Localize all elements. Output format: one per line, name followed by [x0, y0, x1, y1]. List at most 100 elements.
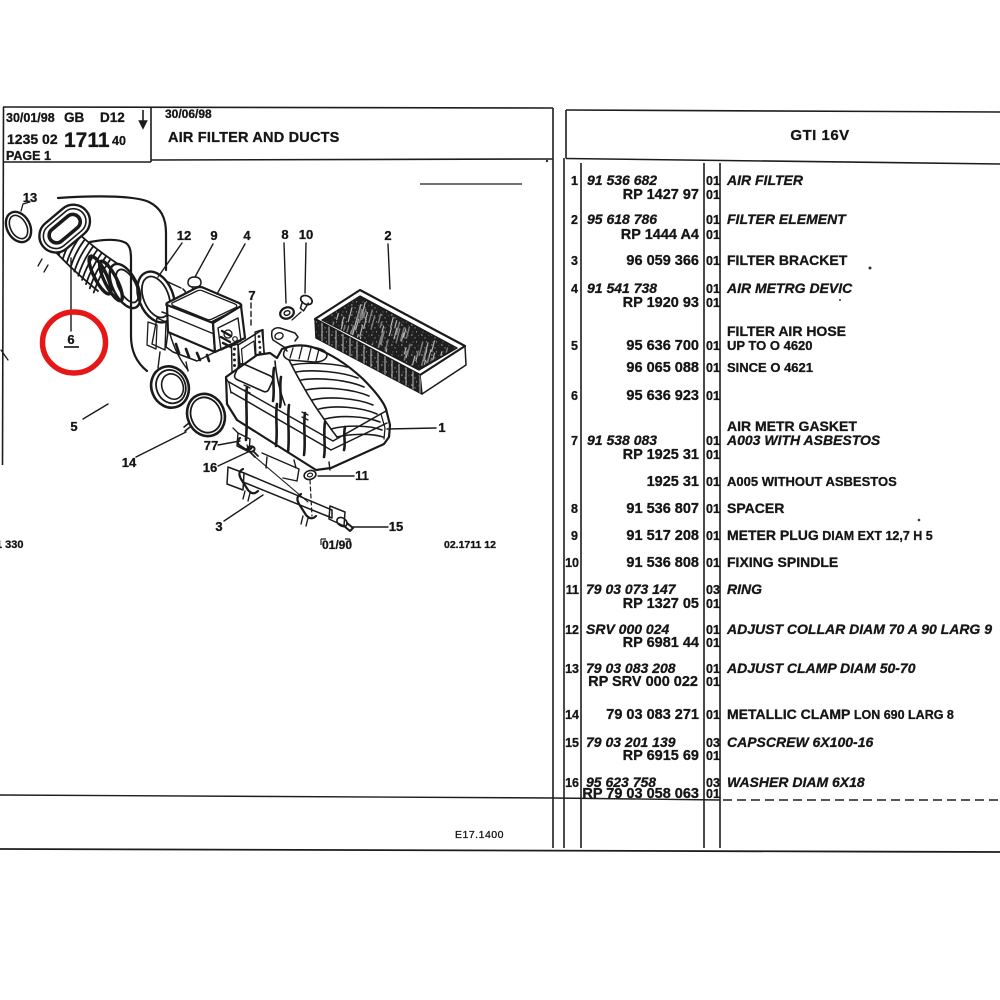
svg-text:01: 01 — [706, 556, 720, 570]
svg-text:16: 16 — [565, 776, 579, 790]
svg-text:01: 01 — [706, 502, 720, 516]
svg-text:A003 WITH ASBESTOS: A003 WITH ASBESTOS — [726, 432, 881, 448]
svg-text:79 03 073 147: 79 03 073 147 — [586, 581, 677, 597]
svg-text:02.1711 12: 02.1711 12 — [444, 539, 496, 551]
svg-text:01: 01 — [706, 188, 720, 202]
svg-text:RING: RING — [727, 581, 762, 597]
svg-text:METALLIC CLAMP LON 690 LARG 8: METALLIC CLAMP LON 690 LARG 8 — [727, 706, 954, 722]
svg-text:4: 4 — [243, 228, 251, 243]
svg-text:01: 01 — [706, 228, 720, 242]
svg-text:UP TO O 4620: UP TO O 4620 — [727, 338, 813, 353]
svg-text:2: 2 — [571, 213, 578, 227]
svg-text:11: 11 — [355, 468, 369, 483]
svg-text:01: 01 — [706, 623, 720, 637]
svg-text:95 636 700: 95 636 700 — [626, 338, 699, 354]
svg-text:RP 1427 97: RP 1427 97 — [623, 187, 699, 203]
svg-text:1711: 1711 — [64, 129, 110, 152]
svg-text:79 03 083 271: 79 03 083 271 — [606, 707, 699, 723]
svg-text:01: 01 — [706, 174, 720, 188]
svg-text:6: 6 — [571, 389, 578, 403]
svg-text:91 517 208: 91 517 208 — [626, 528, 699, 544]
svg-text:AIR METRG DEVIC: AIR METRG DEVIC — [726, 280, 853, 296]
svg-text:03: 03 — [706, 583, 720, 597]
svg-text:01: 01 — [706, 529, 720, 543]
svg-text:40: 40 — [112, 134, 126, 148]
svg-text:01: 01 — [706, 749, 720, 763]
svg-text:12: 12 — [177, 228, 191, 243]
svg-text:91 536 682: 91 536 682 — [587, 172, 657, 188]
svg-text:96 065 088: 96 065 088 — [626, 360, 699, 376]
svg-text:RP SRV 000 022: RP SRV 000 022 — [588, 674, 698, 690]
svg-text:GTI 16V: GTI 16V — [790, 127, 849, 144]
svg-text:1925 31: 1925 31 — [647, 474, 699, 490]
svg-text:13: 13 — [23, 190, 37, 205]
svg-text:77: 77 — [204, 438, 218, 453]
svg-text:RP 1444 A4: RP 1444 A4 — [621, 227, 699, 243]
svg-text:11: 11 — [566, 583, 579, 597]
svg-text:RP 1920 93: RP 1920 93 — [623, 295, 699, 311]
svg-text:SRV 000 024: SRV 000 024 — [586, 621, 669, 637]
svg-text:8: 8 — [281, 227, 288, 242]
svg-text:15: 15 — [565, 736, 579, 750]
svg-text:RP 1327 05: RP 1327 05 — [623, 596, 699, 612]
svg-text:01/90: 01/90 — [322, 538, 352, 552]
svg-text:01: 01 — [706, 339, 720, 353]
svg-text:79 03 083 208: 79 03 083 208 — [586, 660, 676, 676]
svg-text:10: 10 — [299, 227, 313, 242]
svg-text:01: 01 — [706, 254, 720, 268]
svg-text:01: 01 — [706, 389, 720, 403]
svg-text:7: 7 — [248, 288, 255, 303]
svg-text:30/01/98: 30/01/98 — [6, 111, 55, 125]
svg-text:7: 7 — [571, 434, 578, 448]
svg-text:AIR FILTER AND DUCTS: AIR FILTER AND DUCTS — [168, 130, 340, 146]
svg-text:D12: D12 — [100, 110, 125, 125]
svg-text:01: 01 — [706, 787, 720, 801]
svg-text:FILTER ELEMENT: FILTER ELEMENT — [727, 211, 847, 227]
svg-text:01: 01 — [706, 282, 720, 296]
svg-text:2: 2 — [384, 228, 391, 243]
svg-text:01: 01 — [706, 675, 720, 689]
svg-text:FILTER AIR HOSE: FILTER AIR HOSE — [727, 323, 846, 339]
svg-text:95 636 923: 95 636 923 — [626, 388, 699, 404]
svg-text:ADJUST CLAMP DIAM 50-70: ADJUST CLAMP DIAM 50-70 — [726, 660, 916, 676]
svg-text:PAGE 1: PAGE 1 — [6, 149, 51, 163]
svg-text:9: 9 — [210, 228, 217, 243]
svg-text:10: 10 — [565, 556, 579, 570]
svg-text:AIR METR GASKET: AIR METR GASKET — [727, 418, 857, 434]
svg-text:6: 6 — [67, 332, 74, 347]
svg-text:01: 01 — [706, 662, 720, 676]
svg-text:FIXING SPINDLE: FIXING SPINDLE — [727, 554, 838, 570]
svg-text:95 618 786: 95 618 786 — [587, 211, 657, 227]
svg-text:1: 1 — [571, 174, 578, 188]
svg-text:ADJUST COLLAR DIAM 70 A 90 LAR: ADJUST COLLAR DIAM 70 A 90 LARG 9 — [726, 621, 992, 637]
svg-text:01: 01 — [706, 708, 720, 722]
svg-text:91 538 083: 91 538 083 — [587, 432, 657, 448]
svg-text:METER PLUG DIAM EXT 12,7 H 5: METER PLUG DIAM EXT 12,7 H 5 — [727, 527, 933, 543]
svg-text:91 536 807: 91 536 807 — [626, 501, 699, 517]
svg-text:79 03 201 139: 79 03 201 139 — [586, 734, 676, 750]
svg-text:WASHER DIAM 6X18: WASHER DIAM 6X18 — [727, 774, 865, 790]
svg-text:14: 14 — [565, 708, 579, 722]
svg-text:12: 12 — [565, 623, 579, 637]
svg-text:01: 01 — [706, 434, 720, 448]
svg-text:01: 01 — [706, 213, 720, 227]
svg-text:1: 1 — [438, 420, 445, 435]
svg-text:1 330: 1 330 — [0, 539, 24, 551]
svg-text:5: 5 — [70, 419, 77, 434]
svg-text:4: 4 — [571, 282, 578, 296]
svg-text:95 623 758: 95 623 758 — [586, 774, 656, 790]
svg-text:16: 16 — [203, 460, 217, 475]
svg-text:14: 14 — [122, 455, 137, 470]
svg-text:GB: GB — [64, 110, 85, 125]
svg-text:5: 5 — [571, 339, 578, 353]
svg-text:91 541 738: 91 541 738 — [587, 280, 657, 296]
svg-text:3: 3 — [215, 519, 222, 534]
svg-text:91 536 808: 91 536 808 — [626, 555, 699, 571]
svg-text:13: 13 — [565, 662, 579, 676]
svg-text:01: 01 — [706, 636, 720, 650]
svg-text:RP 6981 44: RP 6981 44 — [623, 635, 699, 651]
svg-text:RP 1925 31: RP 1925 31 — [623, 447, 699, 463]
svg-text:AIR FILTER: AIR FILTER — [726, 172, 804, 188]
svg-text:RP 79 03 058 063: RP 79 03 058 063 — [582, 786, 699, 802]
svg-text:03: 03 — [706, 776, 720, 790]
